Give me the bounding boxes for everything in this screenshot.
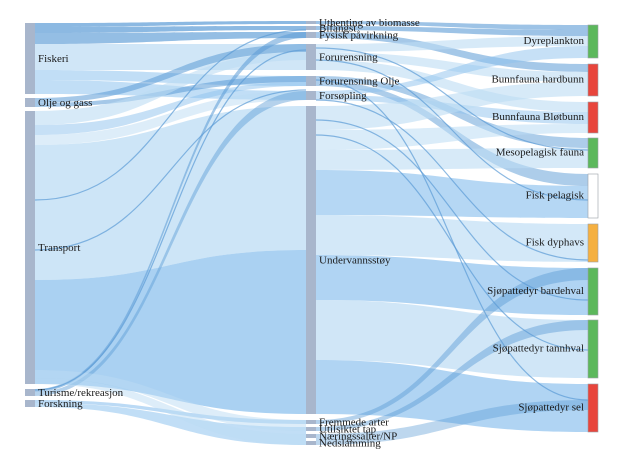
node-pressure-forurensning <box>306 44 316 70</box>
label-pressure-bifangst: Bifangst <box>319 23 356 35</box>
label-pressure-uthenting: Uthenting av biomasse <box>319 17 420 29</box>
label-pressure-nedslamming: Nedslamming <box>319 438 381 450</box>
link-strand-2 <box>34 89 307 251</box>
label-pressure-naeringssalter: Næringssalter/NP <box>319 431 397 443</box>
link-pressure-receptor-12 <box>316 148 588 170</box>
link-source-pressure-8 <box>35 52 306 125</box>
node-pressure-fysisk <box>306 32 316 38</box>
link-strand-5 <box>315 79 589 401</box>
link-source-pressure-10 <box>35 91 306 145</box>
label-receptor-bunnfauna_blot: Bunnfauna Bløtbunn <box>492 111 584 123</box>
link-pressure-receptor-3 <box>316 36 588 52</box>
label-receptor-sjopattedyr_sel: Sjøpattedyr sel <box>518 402 584 414</box>
link-source-pressure-11 <box>35 106 306 280</box>
link-source-pressure-0 <box>35 21 306 27</box>
link-source-pressure-6 <box>35 44 306 103</box>
link-pressure-receptor-10 <box>316 82 588 130</box>
label-pressure-utilsiktet: Utilsiktet tap <box>319 424 377 436</box>
link-strand-1 <box>34 49 307 391</box>
link-strand-0 <box>34 29 307 201</box>
link-source-pressure-12 <box>35 250 306 414</box>
link-source-pressure-18 <box>35 378 306 445</box>
label-pressure-undervannsstoy: Undervannsstøy <box>319 255 391 267</box>
node-pressure-fremmede <box>306 420 316 424</box>
link-strand-8 <box>315 47 589 151</box>
label-source-turisme: Turisme/rekreasjon <box>38 387 124 399</box>
label-receptor-dyreplankton: Dyreplankton <box>524 35 585 47</box>
node-receptor-sjopattedyr_sel <box>587 383 599 433</box>
link-pressure-receptor-17 <box>316 360 588 432</box>
label-pressure-forsopling: Forsøpling <box>319 90 367 102</box>
link-source-pressure-13 <box>35 32 306 392</box>
label-source-forskning: Forskning <box>38 398 83 410</box>
label-source-transport: Transport <box>38 242 80 254</box>
link-pressure-receptor-8 <box>316 46 588 95</box>
link-strand-3 <box>315 119 589 301</box>
link-pressure-receptor-4 <box>316 52 588 82</box>
node-source-forskning <box>25 400 35 407</box>
label-pressure-forurensning: Forurensning <box>319 52 378 64</box>
node-receptor-dyreplankton <box>587 24 599 59</box>
label-receptor-fisk_dyphavs: Fisk dyphavs <box>526 237 584 249</box>
link-strand-6 <box>315 59 589 201</box>
link-source-pressure-14 <box>35 91 306 396</box>
label-source-fiskeri: Fiskeri <box>38 53 69 65</box>
link-pressure-receptor-2 <box>316 32 588 72</box>
node-receptor-bunnfauna_blot <box>587 101 599 134</box>
link-strand-4 <box>315 134 589 351</box>
link-pressure-receptor-13 <box>316 170 588 218</box>
node-pressure-undervannsstoy <box>306 106 316 414</box>
node-receptor-sjopattedyr_tann <box>587 319 599 379</box>
link-source-pressure-9 <box>35 82 306 135</box>
node-receptor-fisk_pelagisk <box>587 173 599 219</box>
link-pressure-receptor-11 <box>316 124 588 150</box>
node-receptor-bunnfauna_hard <box>587 63 599 97</box>
link-pressure-receptor-0 <box>316 21 588 30</box>
node-pressure-uthenting <box>306 21 316 24</box>
link-pressure-receptor-16 <box>316 300 588 378</box>
link-pressure-receptor-20 <box>316 400 588 445</box>
node-pressure-naeringssalter <box>306 434 316 438</box>
label-pressure-forurensning_olje: Forurensning Olje <box>319 76 399 88</box>
link-pressure-receptor-1 <box>316 26 588 36</box>
label-pressure-fysisk: Fysisk påvirkning <box>319 30 399 42</box>
node-pressure-forsopling <box>306 91 316 100</box>
link-source-pressure-1 <box>35 26 306 33</box>
label-receptor-mesopelagisk: Mesopelagisk fauna <box>496 147 584 159</box>
label-receptor-sjopattedyr_tann: Sjøpattedyr tannhval <box>493 343 584 355</box>
link-pressure-receptor-18 <box>316 268 588 424</box>
link-pressure-receptor-15 <box>316 255 588 315</box>
label-receptor-sjopattedyr_barde: Sjøpattedyr bardehval <box>487 285 584 297</box>
link-source-pressure-2 <box>35 32 306 44</box>
node-pressure-forurensning_olje <box>306 76 316 86</box>
node-source-olje <box>25 98 35 107</box>
node-pressure-nedslamming <box>306 441 316 445</box>
node-pressure-utilsiktet <box>306 427 316 431</box>
label-pressure-fremmede: Fremmede arter <box>319 417 389 429</box>
node-source-fiskeri <box>25 23 35 94</box>
node-source-turisme <box>25 389 35 396</box>
link-source-pressure-17 <box>35 370 306 431</box>
label-receptor-fisk_pelagisk: Fisk pelagisk <box>526 190 585 202</box>
node-source-transport <box>25 111 35 384</box>
label-source-olje: Olje og gass <box>38 97 92 109</box>
link-strand-7 <box>315 99 589 261</box>
label-receptor-bunnfauna_hard: Bunnfauna hardbunn <box>491 74 584 86</box>
link-pressure-receptor-19 <box>316 320 588 431</box>
node-receptor-mesopelagisk <box>587 137 599 169</box>
node-receptor-fisk_dyphavs <box>587 223 599 263</box>
node-receptor-sjopattedyr_barde <box>587 267 599 316</box>
node-pressure-bifangst <box>306 26 316 30</box>
